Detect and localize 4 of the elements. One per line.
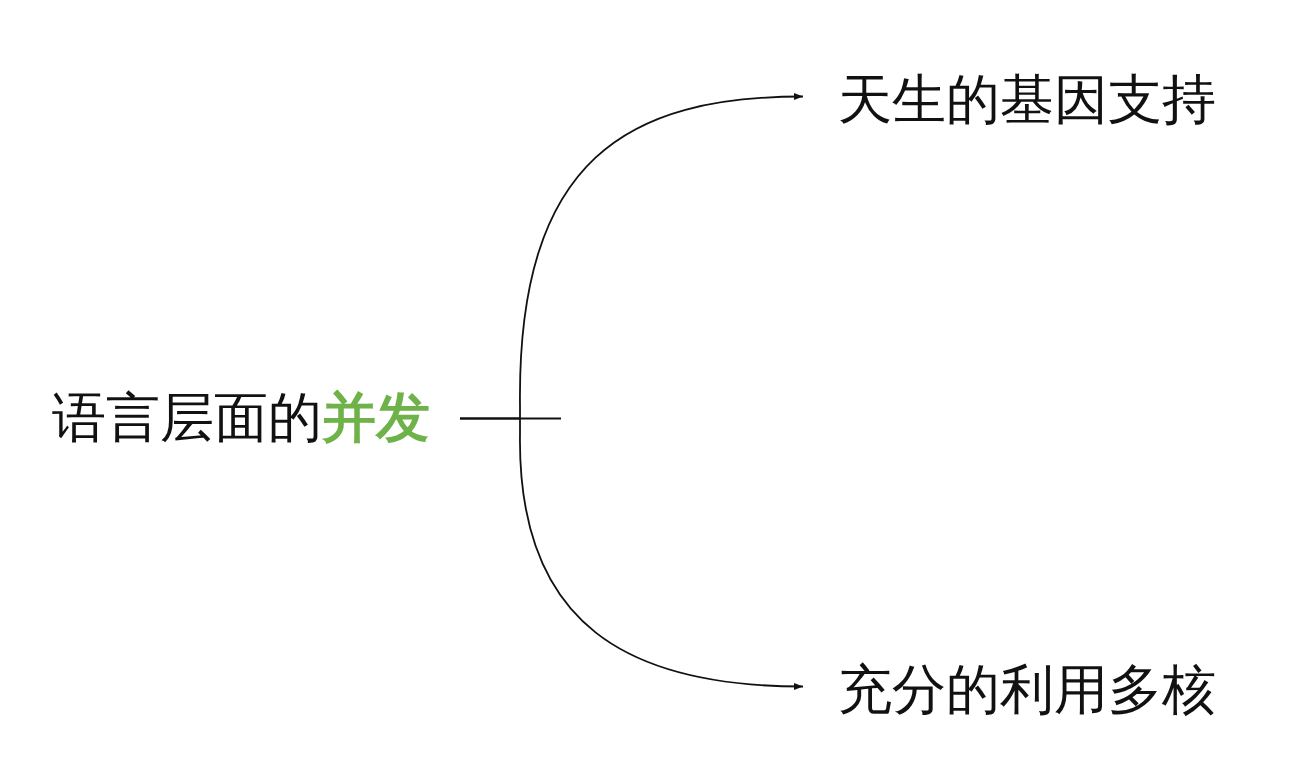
node-label: 语言层面的并发 [52,386,460,451]
node-label: 充分的利用多核 [838,658,1216,723]
node-label: 天生的基因支持 [838,68,1216,133]
arrow [459,417,804,690]
